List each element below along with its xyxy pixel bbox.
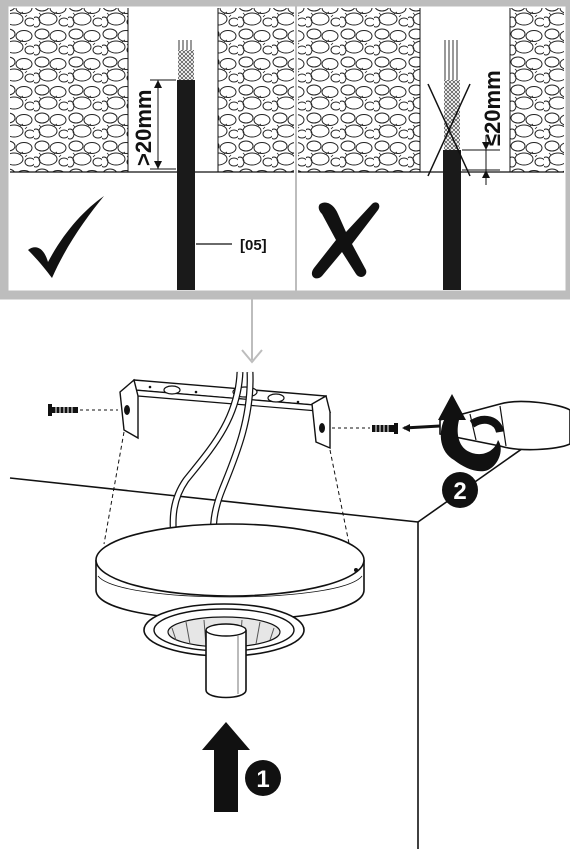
bracket-hole-right xyxy=(319,423,325,433)
bracket-hole-left xyxy=(124,405,130,415)
correct-example: >20mm [05] xyxy=(10,8,294,290)
mounting-bracket xyxy=(119,378,332,450)
measure-label-bad: ≤20mm xyxy=(480,70,505,146)
cross-icon xyxy=(311,202,380,279)
step-2-badge: 2 xyxy=(442,472,478,508)
cable-tube xyxy=(205,623,247,699)
callout-label: [05] xyxy=(240,237,267,254)
screw-icon xyxy=(48,404,118,416)
measure-label-ok: >20mm xyxy=(131,90,156,166)
screwdriver-icon xyxy=(402,400,570,451)
dimension-left xyxy=(150,79,176,170)
checkmark-icon xyxy=(28,196,104,278)
arrow-up-icon xyxy=(202,722,250,812)
incorrect-example: ≤20mm xyxy=(298,8,564,290)
connector-arrow xyxy=(241,297,263,364)
comparison-panel: >20mm [05] xyxy=(0,0,570,300)
cable-left xyxy=(177,80,195,290)
dimension-right xyxy=(462,135,500,185)
strike-line-2 xyxy=(427,83,471,177)
drill-hole-left xyxy=(128,8,218,172)
step-2-number: 2 xyxy=(453,478,466,505)
drill-hole-right xyxy=(420,8,510,172)
screw-icon-right xyxy=(332,423,398,434)
rotate-arrow-icon xyxy=(438,394,504,472)
alignment-guides xyxy=(103,431,353,559)
cable-wires-left xyxy=(178,40,194,80)
step-1-badge: 1 xyxy=(245,760,281,796)
step-1-number: 1 xyxy=(256,766,269,793)
cable-right xyxy=(443,150,461,290)
